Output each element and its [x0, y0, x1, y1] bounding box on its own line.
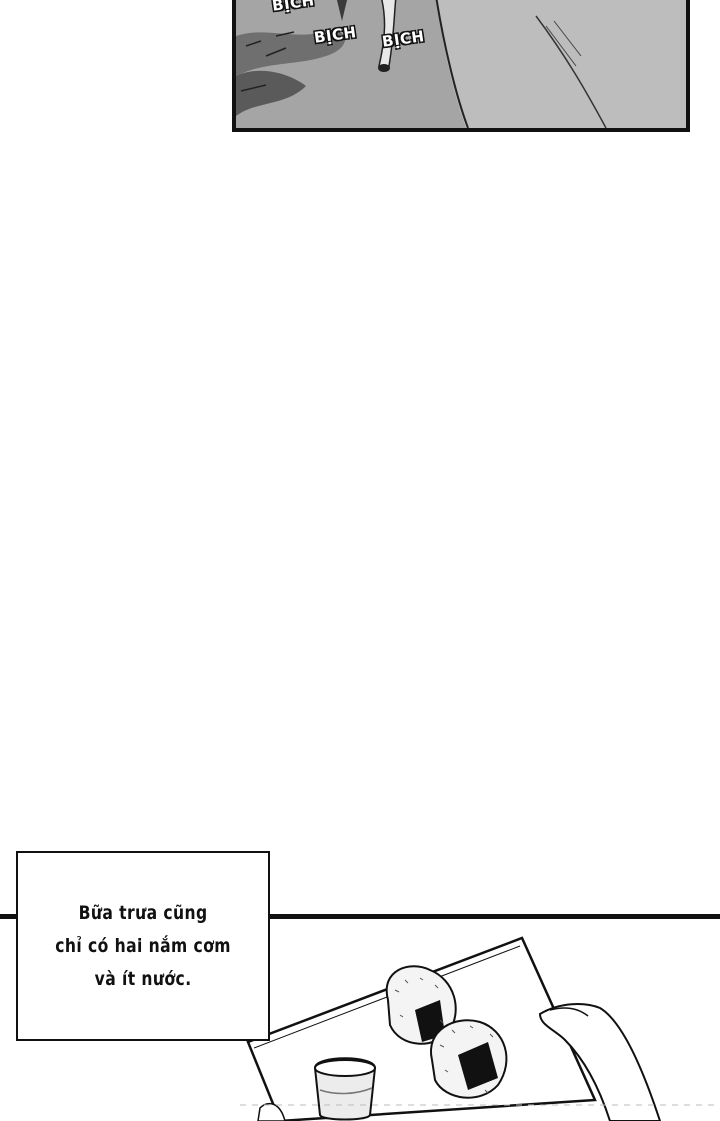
- caption-box: Bữa trưa cũng chỉ có hai nắm cơm và ít n…: [16, 851, 270, 1041]
- caption-line: và ít nước.: [94, 967, 192, 990]
- top-panel-art: [236, 0, 686, 128]
- panel-divider: [0, 914, 720, 919]
- lunch-tray-illustration: [240, 936, 720, 1121]
- caption-line: chỉ có hai nắm cơm: [55, 934, 231, 957]
- caption-line: Bữa trưa cũng: [78, 901, 208, 924]
- caption-text: Bữa trưa cũng chỉ có hai nắm cơm và ít n…: [55, 897, 231, 996]
- top-panel: BỊCH BỊCH BỊCH: [232, 0, 690, 132]
